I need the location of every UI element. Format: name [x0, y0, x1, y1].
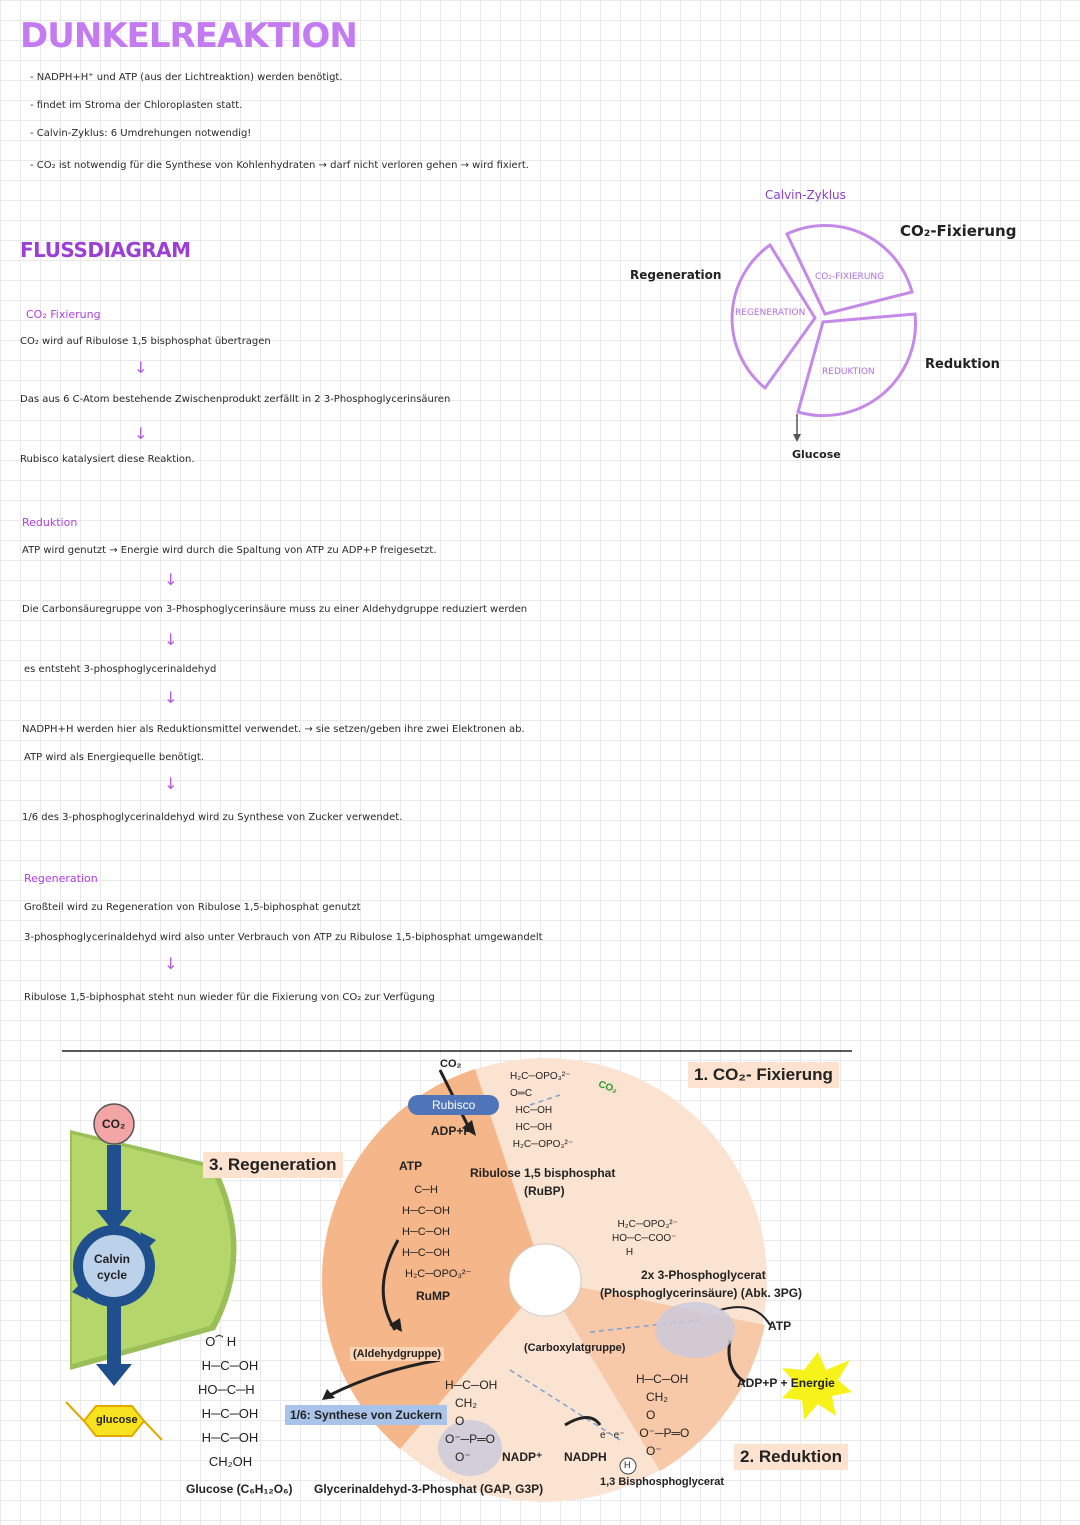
sketch-outer-reduktion: Reduktion [925, 357, 1000, 372]
fixierung-heading: CO₂ Fixierung [26, 308, 101, 321]
reduktion-step-1: ATP wird genutzt → Energie wird durch di… [22, 545, 437, 556]
adp-p-top-label: ADP+P [431, 1124, 472, 1138]
down-arrow-icon: ↓ [164, 954, 178, 973]
flow-title: FLUSSDIAGRAM [20, 238, 191, 262]
down-arrow-icon: ↓ [134, 424, 148, 443]
gap-structure: H─C─OH CH₂ O O⁻─P═O O⁻ [445, 1378, 498, 1464]
reduktion-step-2: Die Carbonsäuregruppe von 3-Phosphoglyce… [22, 604, 528, 615]
hplus-label: H [624, 1460, 631, 1470]
reduktion-heading: Reduktion [22, 516, 78, 529]
rubp-structure: H₂C─OPO₃²⁻ O═C HC─OH HC─OH H₂C─OPO₃²⁻ [510, 1071, 574, 1150]
bpg-structure: H─C─OH CH₂ O O⁻─P═O O⁻ [636, 1372, 690, 1458]
fixierung-step-1: CO₂ wird auf Ribulose 1,5 bisphosphat üb… [20, 336, 271, 347]
fixierung-step-2: Das aus 6 C-Atom bestehende Zwischenprod… [20, 394, 451, 405]
sketch-segment-regeneration [730, 242, 817, 391]
phase-fixierung: 1. CO₂- Fixierung [688, 1062, 839, 1088]
rump-label: RuMP [416, 1289, 450, 1303]
pg-alt-label: (Phosphoglycerinsäure) (Abk. 3PG) [600, 1286, 803, 1300]
reduktion-step-3: es entsteht 3-phosphoglycerinaldehyd [24, 664, 217, 675]
nadp-label: NADP⁺ [502, 1450, 543, 1464]
down-arrow-icon: ↓ [164, 774, 178, 793]
left-calvin-label: Calvin [94, 1252, 131, 1266]
synthese-label: 1/6: Synthese von Zuckern [285, 1405, 448, 1425]
regeneration-step-3: Ribulose 1,5-biphosphat steht nun wieder… [24, 992, 435, 1003]
pg-name-label: 2x 3-Phosphoglycerat [641, 1268, 766, 1282]
co2-top-label: CO₂ [440, 1058, 462, 1070]
nadph-label: NADPH [564, 1450, 607, 1464]
bpg-label: 1,3 Bisphosphoglycerat [600, 1476, 725, 1488]
reduktion-step-5: ATP wird als Energiequelle benötigt. [24, 752, 204, 763]
rump-structure: C─H H─C─OH H─C─OH H─C─OH H₂C─OPO₃²⁻ [402, 1184, 472, 1280]
regeneration-step-2: 3-phosphoglycerinaldehyd wird also unter… [24, 932, 543, 943]
left-co2-label: CO₂ [102, 1117, 126, 1131]
regeneration-step-1: Großteil wird zu Regeneration von Ribulo… [24, 902, 361, 913]
adp-energie-label: ADP+P + Energie [737, 1376, 835, 1390]
regeneration-heading: Regeneration [24, 872, 98, 885]
cycle-hole [508, 1243, 582, 1317]
bullet-4: - CO₂ ist notwendig für die Synthese von… [30, 160, 529, 171]
down-arrow-icon: ↓ [164, 688, 178, 707]
rubp-abbr-label: (RuBP) [524, 1184, 565, 1198]
reduktion-step-6: 1/6 des 3-phosphoglycerinaldehyd wird zu… [22, 812, 403, 823]
left-cycle-label: cycle [97, 1268, 128, 1282]
down-arrow-icon: ↓ [164, 630, 178, 649]
bullet-2: - findet im Stroma der Chloroplasten sta… [30, 100, 243, 111]
down-arrow-icon: ↓ [134, 358, 148, 377]
gap-label: Glycerinaldehyd-3-Phosphat (GAP, G3P) [314, 1482, 544, 1496]
page-title: DUNKELREAKTION [20, 16, 358, 56]
sketch-seg-reduktion: REDUKTION [822, 367, 875, 377]
electrons-label: e⁻ e⁻ [600, 1430, 625, 1441]
phase-reduktion: 2. Reduktion [734, 1444, 849, 1470]
co2-bubble [93, 1103, 135, 1145]
sketch-outer-fixierung: CO₂-Fixierung [900, 222, 1017, 240]
left-glucose-label: glucose [96, 1414, 138, 1426]
fixierung-step-3: Rubisco katalysiert diese Reaktion. [20, 454, 195, 465]
bullet-3: - Calvin-Zyklus: 6 Umdrehungen notwendig… [30, 128, 252, 139]
sketch-glucose: Glucose [792, 448, 841, 461]
rubisco-label: Rubisco [408, 1095, 500, 1115]
pg-structure: H₂C─OPO₃²⁻ HO─C─COO⁻ H [612, 1219, 678, 1258]
carboxyl-label: (Carboxylatgruppe) [524, 1342, 626, 1354]
rubp-label: Ribulose 1,5 bisphosphat [470, 1166, 616, 1180]
sketch-seg-regeneration: REGENERATION [735, 308, 806, 318]
sketch-seg-fixierung: CO₂-FIXIERUNG [815, 272, 885, 282]
sketch-outer-regeneration: Regeneration [630, 268, 722, 282]
sketch-segment-reduktion [796, 312, 917, 418]
down-arrow-icon: ↓ [164, 570, 178, 589]
glucose-structure: O⏞ H H─C─OH HO─C─H H─C─OH H─C─OH CH₂OH [198, 1334, 259, 1469]
glucose-formula-label: Glucose (C₆H₁₂O₆) [186, 1482, 293, 1496]
bullet-1: - NADPH+H⁺ und ATP (aus der Lichtreaktio… [30, 72, 343, 83]
sketch-segment-fixierung [784, 224, 914, 316]
atp-right-label: ATP [768, 1319, 792, 1333]
sketch-title: Calvin-Zyklus [765, 188, 846, 202]
energie-star [782, 1352, 852, 1420]
phase-regeneration: 3. Regeneration [203, 1152, 343, 1178]
aldehyd-label: (Aldehydgruppe) [350, 1347, 444, 1361]
reduktion-step-4: NADPH+H werden hier als Reduktionsmittel… [22, 724, 525, 735]
atp-left-label: ATP [399, 1159, 423, 1173]
calvin-cycle-ring [73, 1225, 155, 1307]
